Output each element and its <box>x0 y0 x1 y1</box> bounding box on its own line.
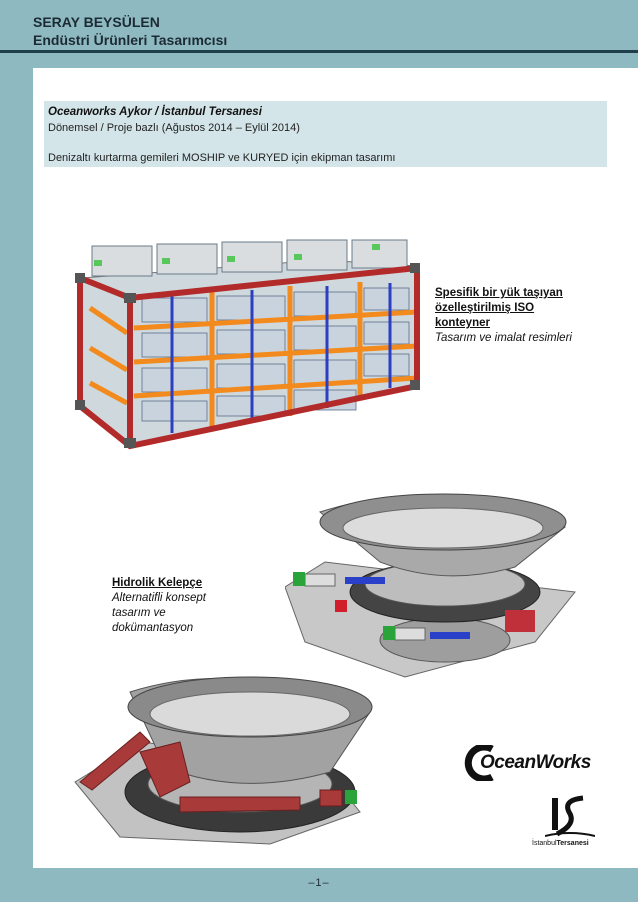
container-caption-detail: Tasarım ve imalat resimleri <box>435 332 572 344</box>
header-divider <box>0 50 638 53</box>
oceanworks-logo: OceanWorks <box>480 752 591 773</box>
project-description: Denizaltı kurtarma gemileri MOSHIP ve KU… <box>48 152 396 164</box>
clamp-caption-detail: Alternatifli konsept tasarım ve dokümant… <box>112 592 206 634</box>
istanbul-tersanesi-logo: İstanbulTersanesi <box>532 840 589 847</box>
istanbul-logo-bold: Tersanesi <box>556 840 589 847</box>
project-title: Oceanworks Aykor / İstanbul Tersanesi <box>48 106 262 118</box>
clamp-caption-title: Hidrolik Kelepçe <box>112 577 203 589</box>
container-caption: Spesifik bir yük taşıyan özelleştirilmiş… <box>435 286 585 346</box>
istanbul-logo-prefix: İstanbul <box>532 840 557 847</box>
hydraulic-clamp-image-bottom <box>74 676 373 845</box>
iso-container-image <box>75 239 420 450</box>
container-caption-title: Spesifik bir yük taşıyan özelleştirilmiş… <box>435 287 563 329</box>
hydraulic-clamp-image-top <box>285 493 576 678</box>
oceanworks-logo-icon <box>464 745 494 781</box>
page-footer <box>0 868 638 902</box>
project-info-box: Oceanworks Aykor / İstanbul Tersanesi Dö… <box>44 101 607 167</box>
project-period: Dönemsel / Proje bazlı (Ağustos 2014 – E… <box>48 122 300 134</box>
author-name: SERAY BEYSÜLEN <box>33 14 160 30</box>
page-header <box>0 0 638 52</box>
istanbul-tersanesi-logo-icon <box>545 795 595 837</box>
page-number: –1– <box>308 877 330 889</box>
author-role: Endüstri Ürünleri Tasarımcısı <box>33 32 228 48</box>
clamp-caption: Hidrolik Kelepçe Alternatifli konsept ta… <box>112 576 232 636</box>
